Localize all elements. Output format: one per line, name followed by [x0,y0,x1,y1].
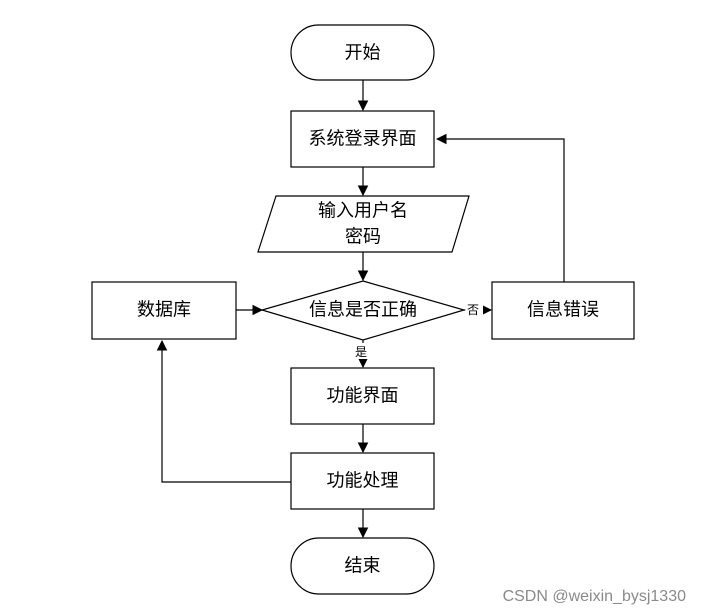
edge-label-yes-bg [353,343,373,359]
function-proc-label: 功能处理 [327,471,399,492]
end-label: 结束 [345,556,381,577]
edge-label-no: 否 [467,303,479,317]
node-function-proc: 功能处理 [290,452,435,510]
node-end: 结束 [290,537,435,595]
check-label: 信息是否正确 [309,300,417,321]
node-start: 开始 [290,24,435,81]
error-process-shape [491,281,635,340]
function-proc-process-shape [290,452,435,510]
edge-label-no-bg [465,300,483,318]
error-label: 信息错误 [527,300,599,321]
edge-proc-to-database [156,339,291,483]
watermark-text: CSDN @weixin_bysj1330 [503,588,687,605]
database-process-shape [91,281,237,340]
database-label: 数据库 [137,300,191,321]
edge-label-yes: 是 [355,345,367,359]
node-error: 信息错误 [491,281,635,340]
start-label: 开始 [345,43,381,64]
login-label: 系统登录界面 [309,129,417,150]
node-input: 输入用户名 密码 [257,195,470,253]
function-ui-process-shape [290,367,435,425]
function-ui-label: 功能界面 [327,386,399,407]
node-function-ui: 功能界面 [290,367,435,425]
edge-error-to-login [435,133,565,282]
end-terminator-shape [290,537,435,595]
node-database: 数据库 [91,281,237,340]
node-login: 系统登录界面 [290,110,435,168]
node-check: 信息是否正确 [259,280,467,341]
login-process-shape [290,110,435,168]
input-label-line1: 输入用户名 [318,201,408,222]
check-decision-shape [259,280,467,341]
input-parallelogram-shape [257,195,470,253]
start-terminator-shape [290,24,435,81]
input-label-line2: 密码 [345,227,381,248]
